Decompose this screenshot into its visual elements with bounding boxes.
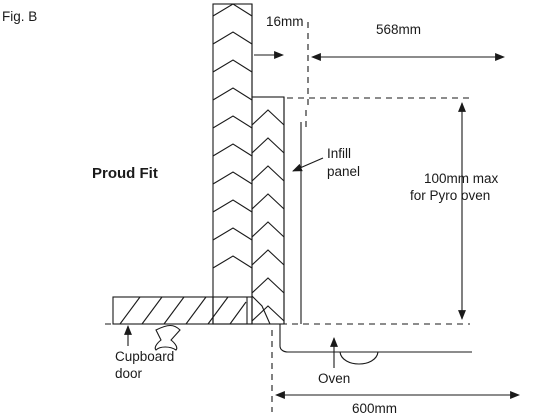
worktop-section xyxy=(112,296,253,325)
oven-label: Oven xyxy=(318,371,350,386)
figure-title: Proud Fit xyxy=(92,165,158,182)
dim-16mm-label: 16mm xyxy=(266,14,304,29)
reference-dashed-lines xyxy=(105,22,470,412)
infill-panel-strip xyxy=(251,4,302,325)
infill-callout-arrow xyxy=(292,157,324,172)
cupboard-label-line1: Cupboard xyxy=(115,349,174,364)
cabinet-side-panel xyxy=(212,3,271,325)
figure-label: Fig. B xyxy=(2,9,37,24)
cupboard-handle-icon xyxy=(154,324,181,351)
oven-handle-icon xyxy=(339,351,379,365)
dim-568mm-label: 568mm xyxy=(376,22,421,37)
max-label-line1: 100mm max xyxy=(424,171,499,186)
cupboard-label-line2: door xyxy=(115,366,143,381)
max-label-line2: for Pyro oven xyxy=(410,188,490,203)
infill-label-line2: panel xyxy=(327,164,360,179)
dim-600mm-label: 600mm xyxy=(352,401,397,416)
oven-outline xyxy=(279,324,472,365)
infill-label-line1: Infill xyxy=(327,146,351,161)
